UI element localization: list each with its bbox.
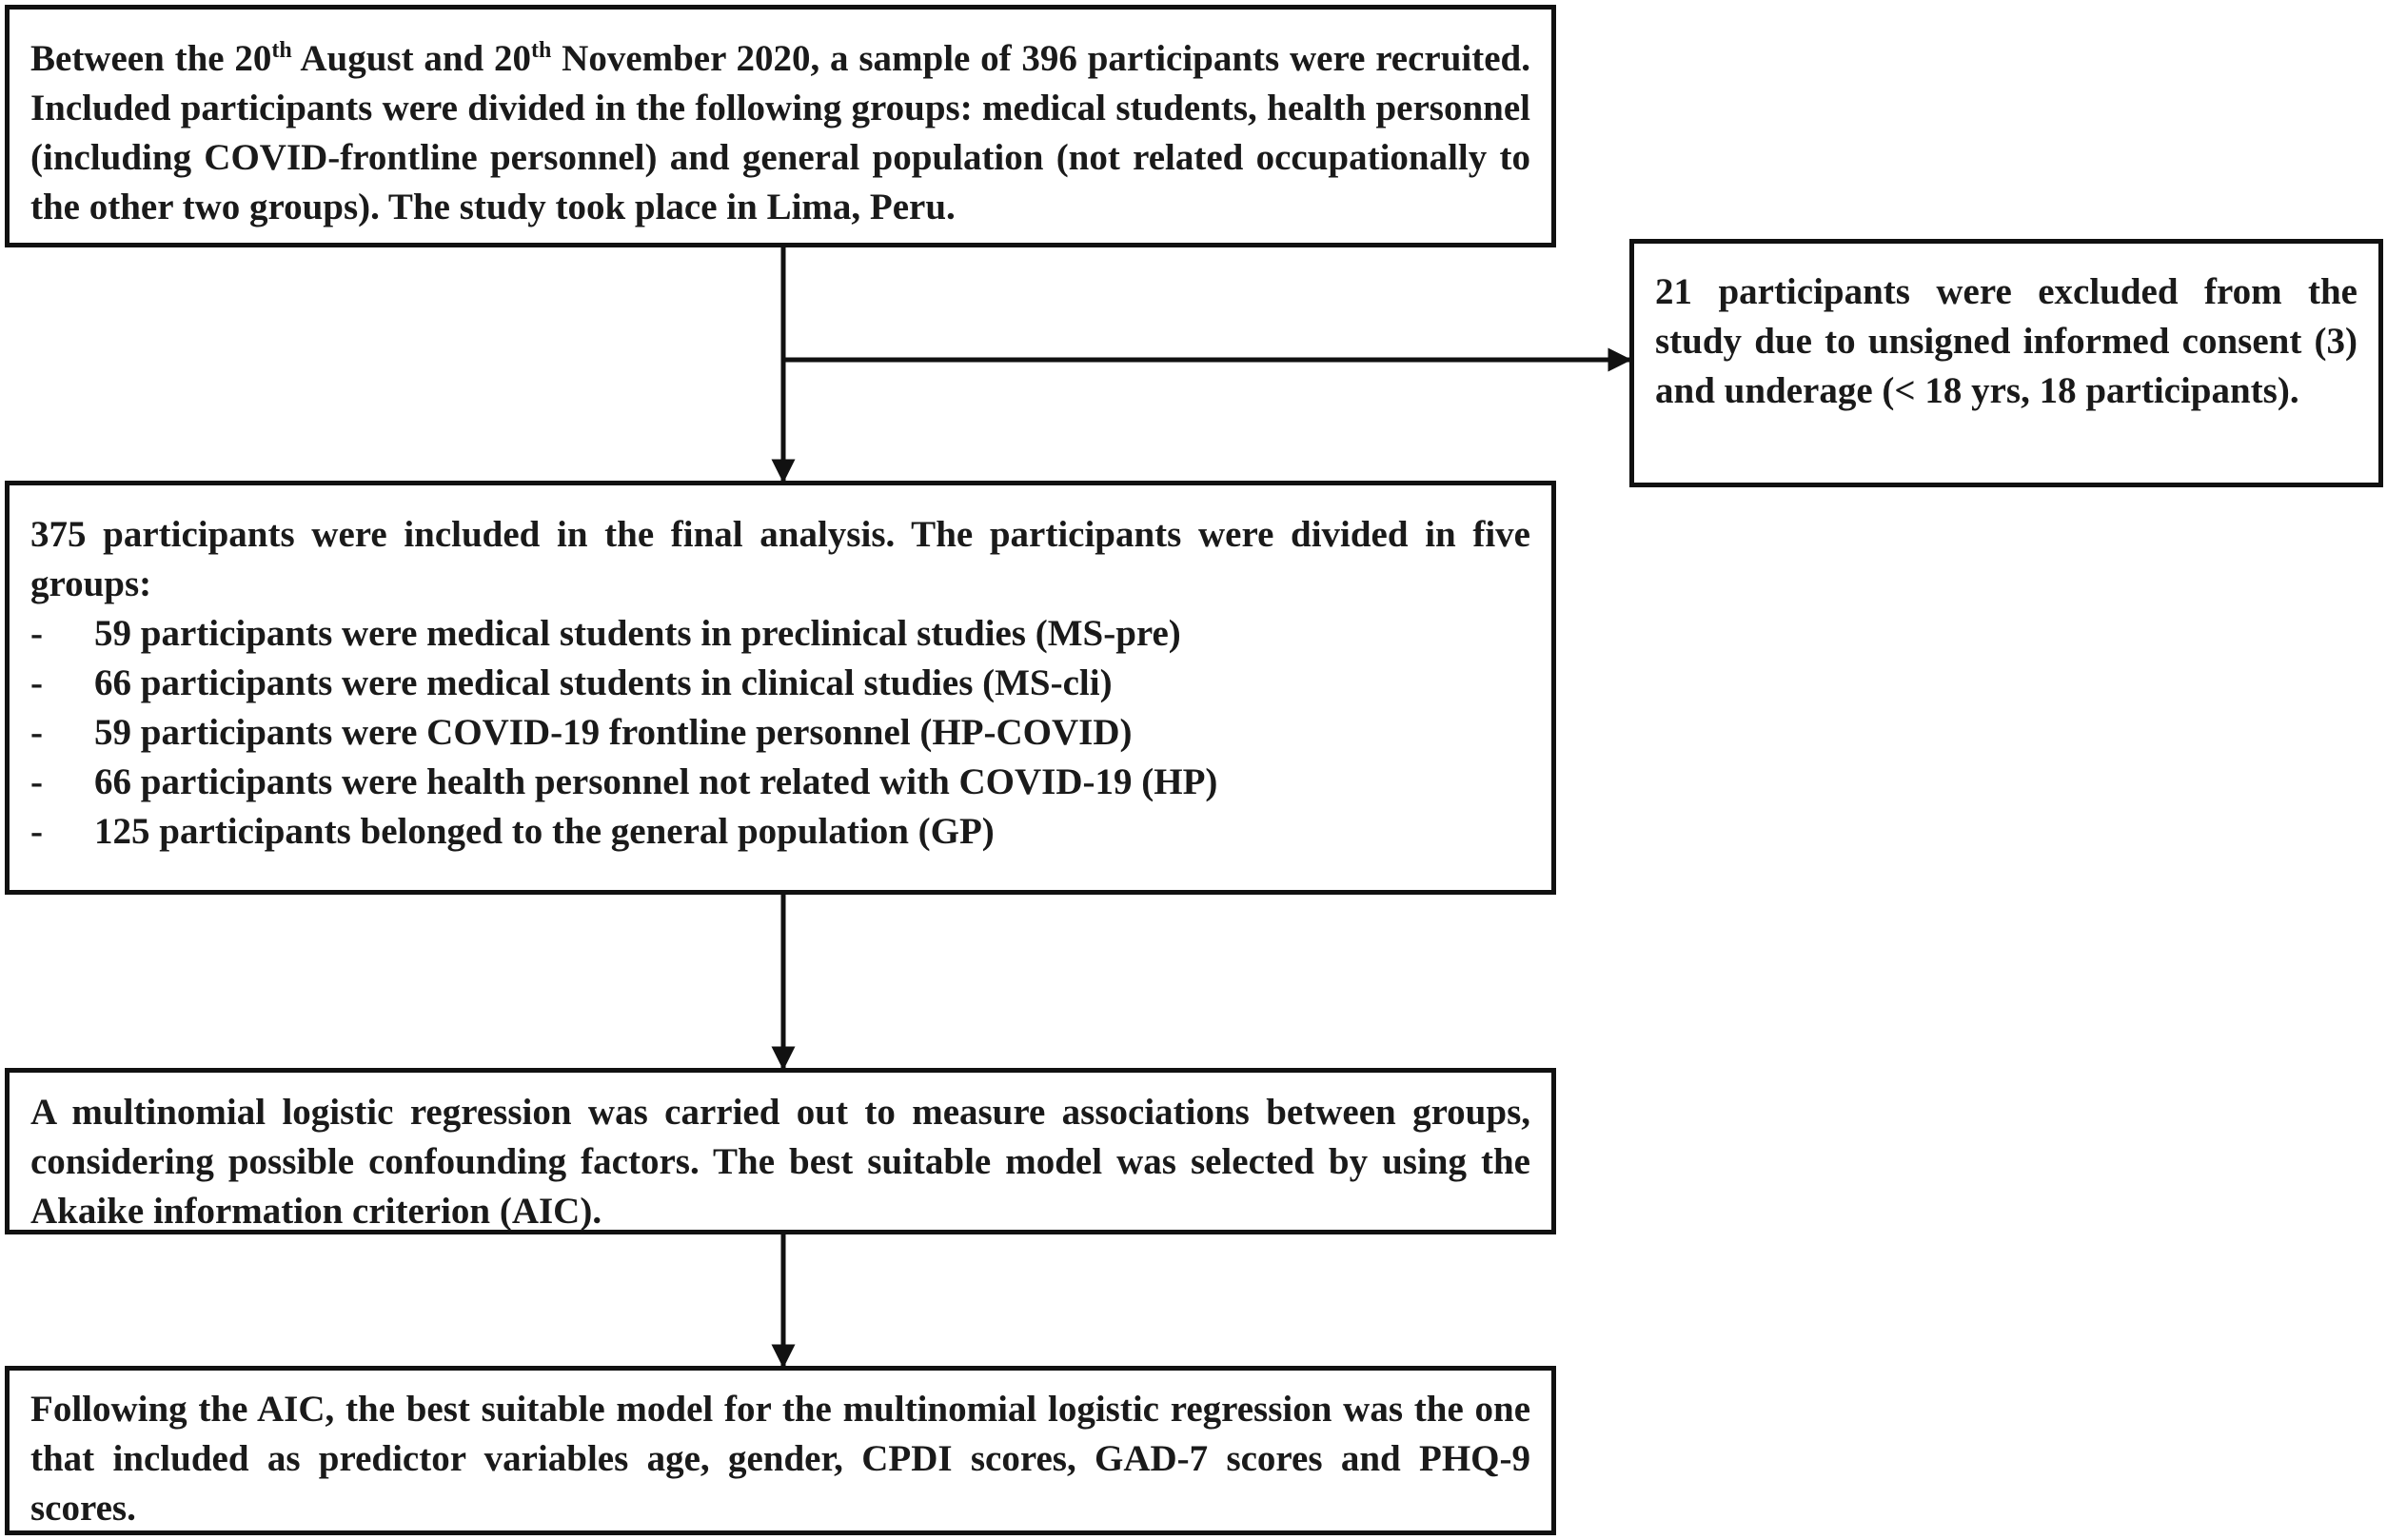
list-dash: -: [30, 811, 43, 852]
group-ms-cli-text: 66 participants were medical students in…: [94, 662, 1113, 703]
inclusion-intro-text: 375 participants were included in the fi…: [30, 514, 1530, 604]
list-dash: -: [30, 613, 43, 654]
ordinal-suffix: th: [271, 38, 292, 63]
exclusion-text: 21 participants were excluded from the s…: [1655, 271, 2357, 411]
list-dash: -: [30, 761, 43, 802]
ordinal-suffix: th: [531, 38, 552, 63]
recruitment-text: Between the 20th August and 20th Novembe…: [30, 34, 1530, 232]
group-list-item: - 125 participants belonged to the gener…: [30, 807, 1530, 857]
group-list-item: - 66 participants were health personnel …: [30, 758, 1530, 807]
recruitment-text-start: Between the 20: [30, 38, 272, 79]
group-hp-text: 66 participants were health personnel no…: [94, 761, 1218, 802]
recruitment-box: Between the 20th August and 20th Novembe…: [5, 5, 1556, 247]
model-result-box: Following the AIC, the best suitable mod…: [5, 1366, 1556, 1535]
group-list-item: - 59 participants were COVID-19 frontlin…: [30, 708, 1530, 758]
regression-text: A multinomial logistic regression was ca…: [30, 1092, 1530, 1232]
model-result-text: Following the AIC, the best suitable mod…: [30, 1389, 1530, 1529]
list-dash: -: [30, 712, 43, 753]
group-ms-pre-text: 59 participants were medical students in…: [94, 613, 1181, 654]
recruitment-text-middle: August and 20: [291, 38, 532, 79]
exclusion-box: 21 participants were excluded from the s…: [1629, 239, 2383, 487]
recruitment-text-end: November 2020, a sample of 396 participa…: [30, 38, 1530, 227]
group-gp-text: 125 participants belonged to the general…: [94, 811, 995, 852]
group-list-item: - 59 participants were medical students …: [30, 609, 1530, 659]
list-dash: -: [30, 662, 43, 703]
regression-box: A multinomial logistic regression was ca…: [5, 1068, 1556, 1234]
group-list-item: - 66 participants were medical students …: [30, 659, 1530, 708]
inclusion-box: 375 participants were included in the fi…: [5, 481, 1556, 895]
group-hp-covid-text: 59 participants were COVID-19 frontline …: [94, 712, 1133, 753]
